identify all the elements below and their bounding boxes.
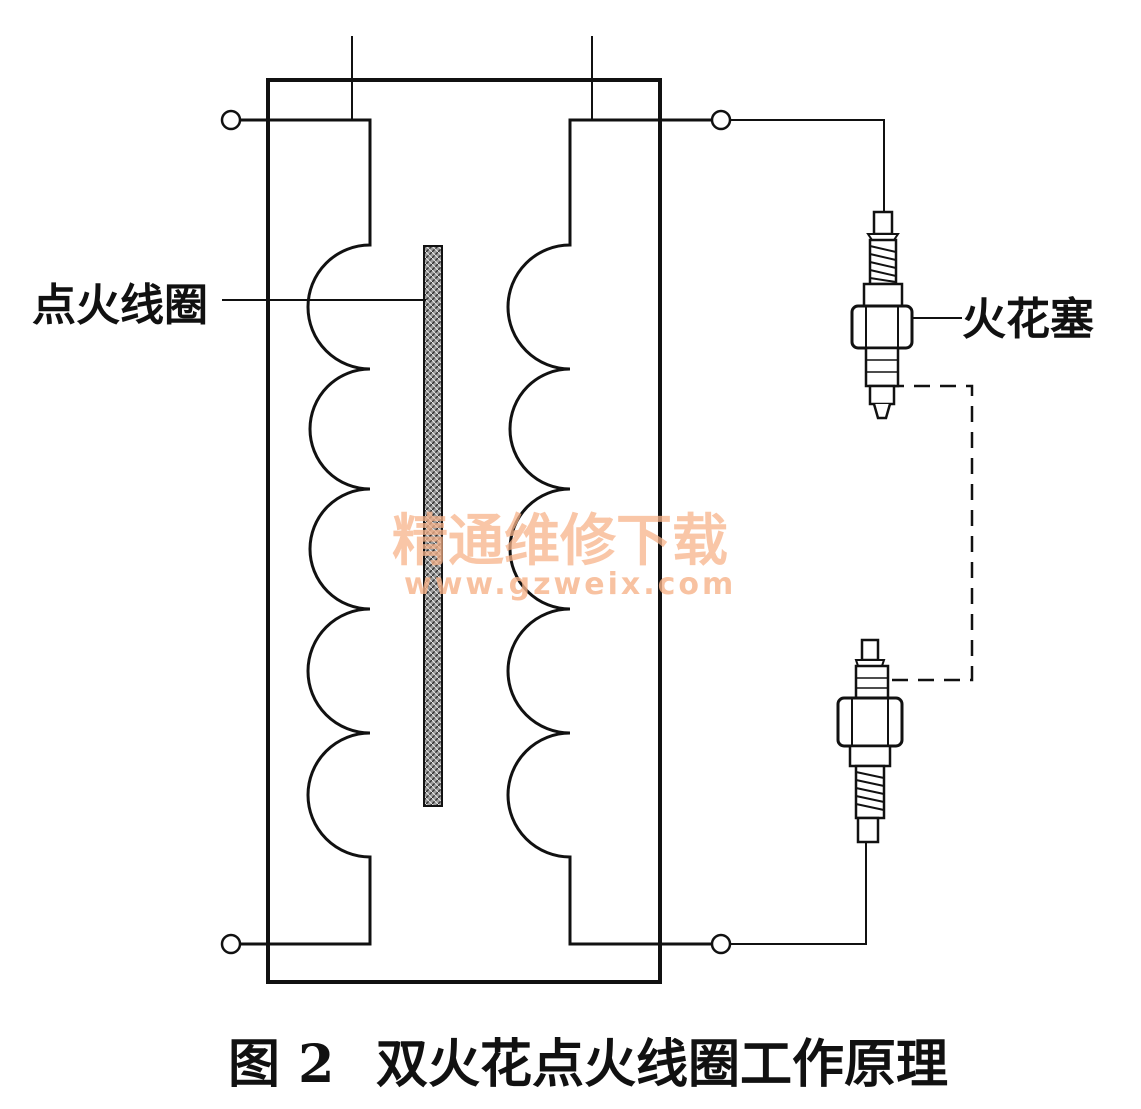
secondary-terminal-top — [710, 109, 732, 131]
watermark-text: 精通维修下载 — [392, 508, 728, 574]
primary-terminal-top — [220, 109, 242, 131]
spark-plug-top — [850, 210, 914, 420]
watermark-url: www.gzweix.com — [404, 567, 736, 602]
hv-wire-bottom — [730, 842, 867, 945]
secondary-terminal-bottom — [710, 933, 732, 955]
ground-dashed-link — [888, 384, 974, 682]
figure-number: 图 2 — [228, 1034, 334, 1095]
figure-title: 双火花点火线圈工作原理 — [376, 1034, 948, 1095]
secondary-winding — [506, 118, 712, 946]
primary-terminal-bottom — [220, 933, 242, 955]
spark-plug-bottom — [836, 638, 904, 844]
coil-housing — [266, 78, 662, 984]
primary-winding — [240, 118, 372, 946]
iron-core — [423, 245, 443, 807]
hv-wire-top — [730, 119, 885, 212]
spark-plug-label: 火花塞 — [962, 294, 1094, 345]
coil-label: 点火线圈 — [32, 280, 208, 331]
